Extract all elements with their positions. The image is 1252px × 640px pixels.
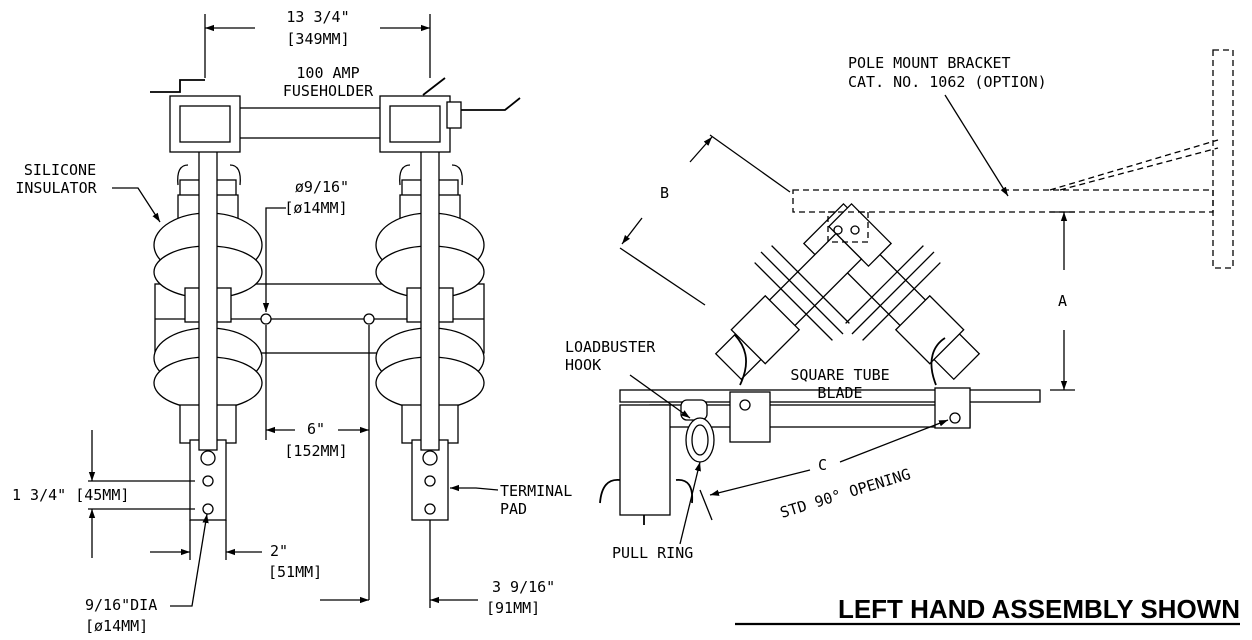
dim-c-label: C: [818, 456, 827, 474]
blade-label-1: SQUARE TUBE: [790, 366, 889, 384]
side-view: POLE MOUNT BRACKET CAT. NO. 1062 (OPTION…: [565, 49, 1234, 562]
dim-b-label: B: [660, 184, 669, 202]
pad-edge-dim: 2": [270, 542, 288, 560]
mount-hole-dim-mm: [ø14MM]: [284, 199, 347, 217]
right-insulator: [375, 119, 485, 521]
pad-hole-dia: 9/16"DIA: [85, 596, 157, 614]
terminal-label-1: TERMINAL: [500, 482, 572, 500]
front-view: 13 3/4" [349MM] 100 AMP FUSEHOLDER SILIC…: [12, 8, 572, 635]
terminal-offset-dim-mm: [91MM]: [486, 599, 540, 617]
terminal-label-2: PAD: [500, 500, 527, 518]
width-dim-mm-text: [349MM]: [286, 30, 349, 48]
bracket-label-2: CAT. NO. 1062 (OPTION): [848, 73, 1047, 91]
bracket-label-1: POLE MOUNT BRACKET: [848, 54, 1011, 72]
v-insulators: [714, 202, 981, 381]
blade-label-2: BLADE: [817, 384, 862, 402]
caption: LEFT HAND ASSEMBLY SHOWN: [838, 594, 1240, 624]
pull-ring-label: PULL RING: [612, 544, 693, 562]
insulator-label-2: INSULATOR: [15, 179, 97, 197]
fuseholder: [150, 77, 521, 153]
terminal-offset-dim: 3 9/16": [492, 578, 555, 596]
dim-a-label: A: [1058, 292, 1067, 310]
width-dim-text: 13 3/4": [286, 8, 349, 26]
mount-spacing-dim-mm: [152MM]: [284, 442, 347, 460]
fuseholder-label-1: 100 AMP: [296, 64, 359, 82]
mount-hole-dim: ø9/16": [295, 178, 349, 196]
insulator-label-1: SILICONE: [24, 161, 96, 179]
width-dimension: 13 3/4" [349MM]: [204, 8, 431, 78]
loadbuster-label-1: LOADBUSTER: [565, 338, 656, 356]
loadbuster-label-2: HOOK: [565, 356, 601, 374]
pad-edge-dim-mm: [51MM]: [268, 563, 322, 581]
fuseholder-label-2: FUSEHOLDER: [283, 82, 374, 100]
pad-hole-spacing-dim: 1 3/4" [45MM]: [12, 486, 129, 504]
left-insulator: [153, 119, 263, 521]
pad-hole-dia-mm: [ø14MM]: [85, 617, 148, 635]
mount-spacing-dim: 6": [307, 420, 325, 438]
